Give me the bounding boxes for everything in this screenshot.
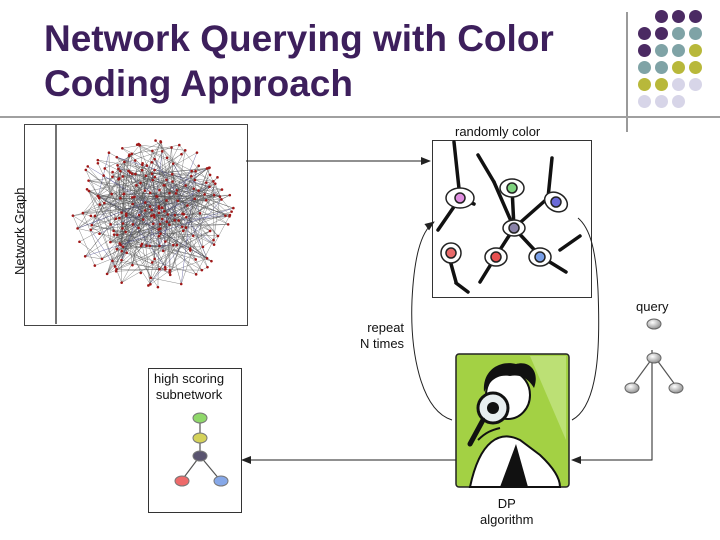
arrow-query-to-dp [571, 350, 653, 464]
title-line-1: Network Querying with Color [44, 18, 554, 59]
decorative-dot [655, 44, 668, 57]
decorative-dot [672, 78, 685, 91]
decorative-dot [672, 27, 685, 40]
dp-algorithm-label: DP algorithm [480, 496, 533, 528]
decorative-dot [638, 78, 651, 91]
decorative-dot [655, 27, 668, 40]
decorative-dot [689, 78, 702, 91]
decorative-dot [655, 78, 668, 91]
title-divider-vertical [626, 12, 628, 132]
decorative-dot [689, 10, 702, 23]
colored-network-panel [432, 140, 592, 298]
magnifying-glass-icon [467, 391, 510, 447]
decorative-dot-grid [638, 10, 718, 118]
dp-algorithm-text: DP algorithm [480, 496, 534, 527]
decorative-dot [655, 10, 668, 23]
decorative-dot [689, 27, 702, 40]
decorative-dot [638, 27, 651, 40]
decorative-dot [638, 61, 651, 74]
high-scoring-label: high scoring subnetwork [154, 371, 224, 403]
network-graph-label: Network Graph [12, 187, 27, 275]
decorative-dot [689, 44, 702, 57]
person-icon [455, 353, 570, 488]
decorative-dot [689, 61, 702, 74]
randomly-color-label: randomly color [455, 124, 541, 139]
repeat-label: repeat N times [360, 320, 404, 352]
decorative-dot [672, 10, 685, 23]
decorative-dot [638, 95, 651, 108]
decorative-dot [672, 61, 685, 74]
query-label: query [636, 299, 669, 314]
decorative-dot [672, 95, 685, 108]
title-line-2: Coding Approach [44, 63, 353, 104]
repeat-text: repeat N times [360, 320, 405, 351]
high-scoring-text: high scoring subnetwork [154, 371, 225, 402]
decorative-dot [655, 95, 668, 108]
decorative-dot [655, 61, 668, 74]
decorative-dot [672, 44, 685, 57]
title-divider-horizontal [0, 116, 720, 118]
page-title: Network Querying with Color Coding Appro… [44, 16, 604, 106]
network-graph-panel [24, 124, 248, 326]
decorative-dot [638, 44, 651, 57]
